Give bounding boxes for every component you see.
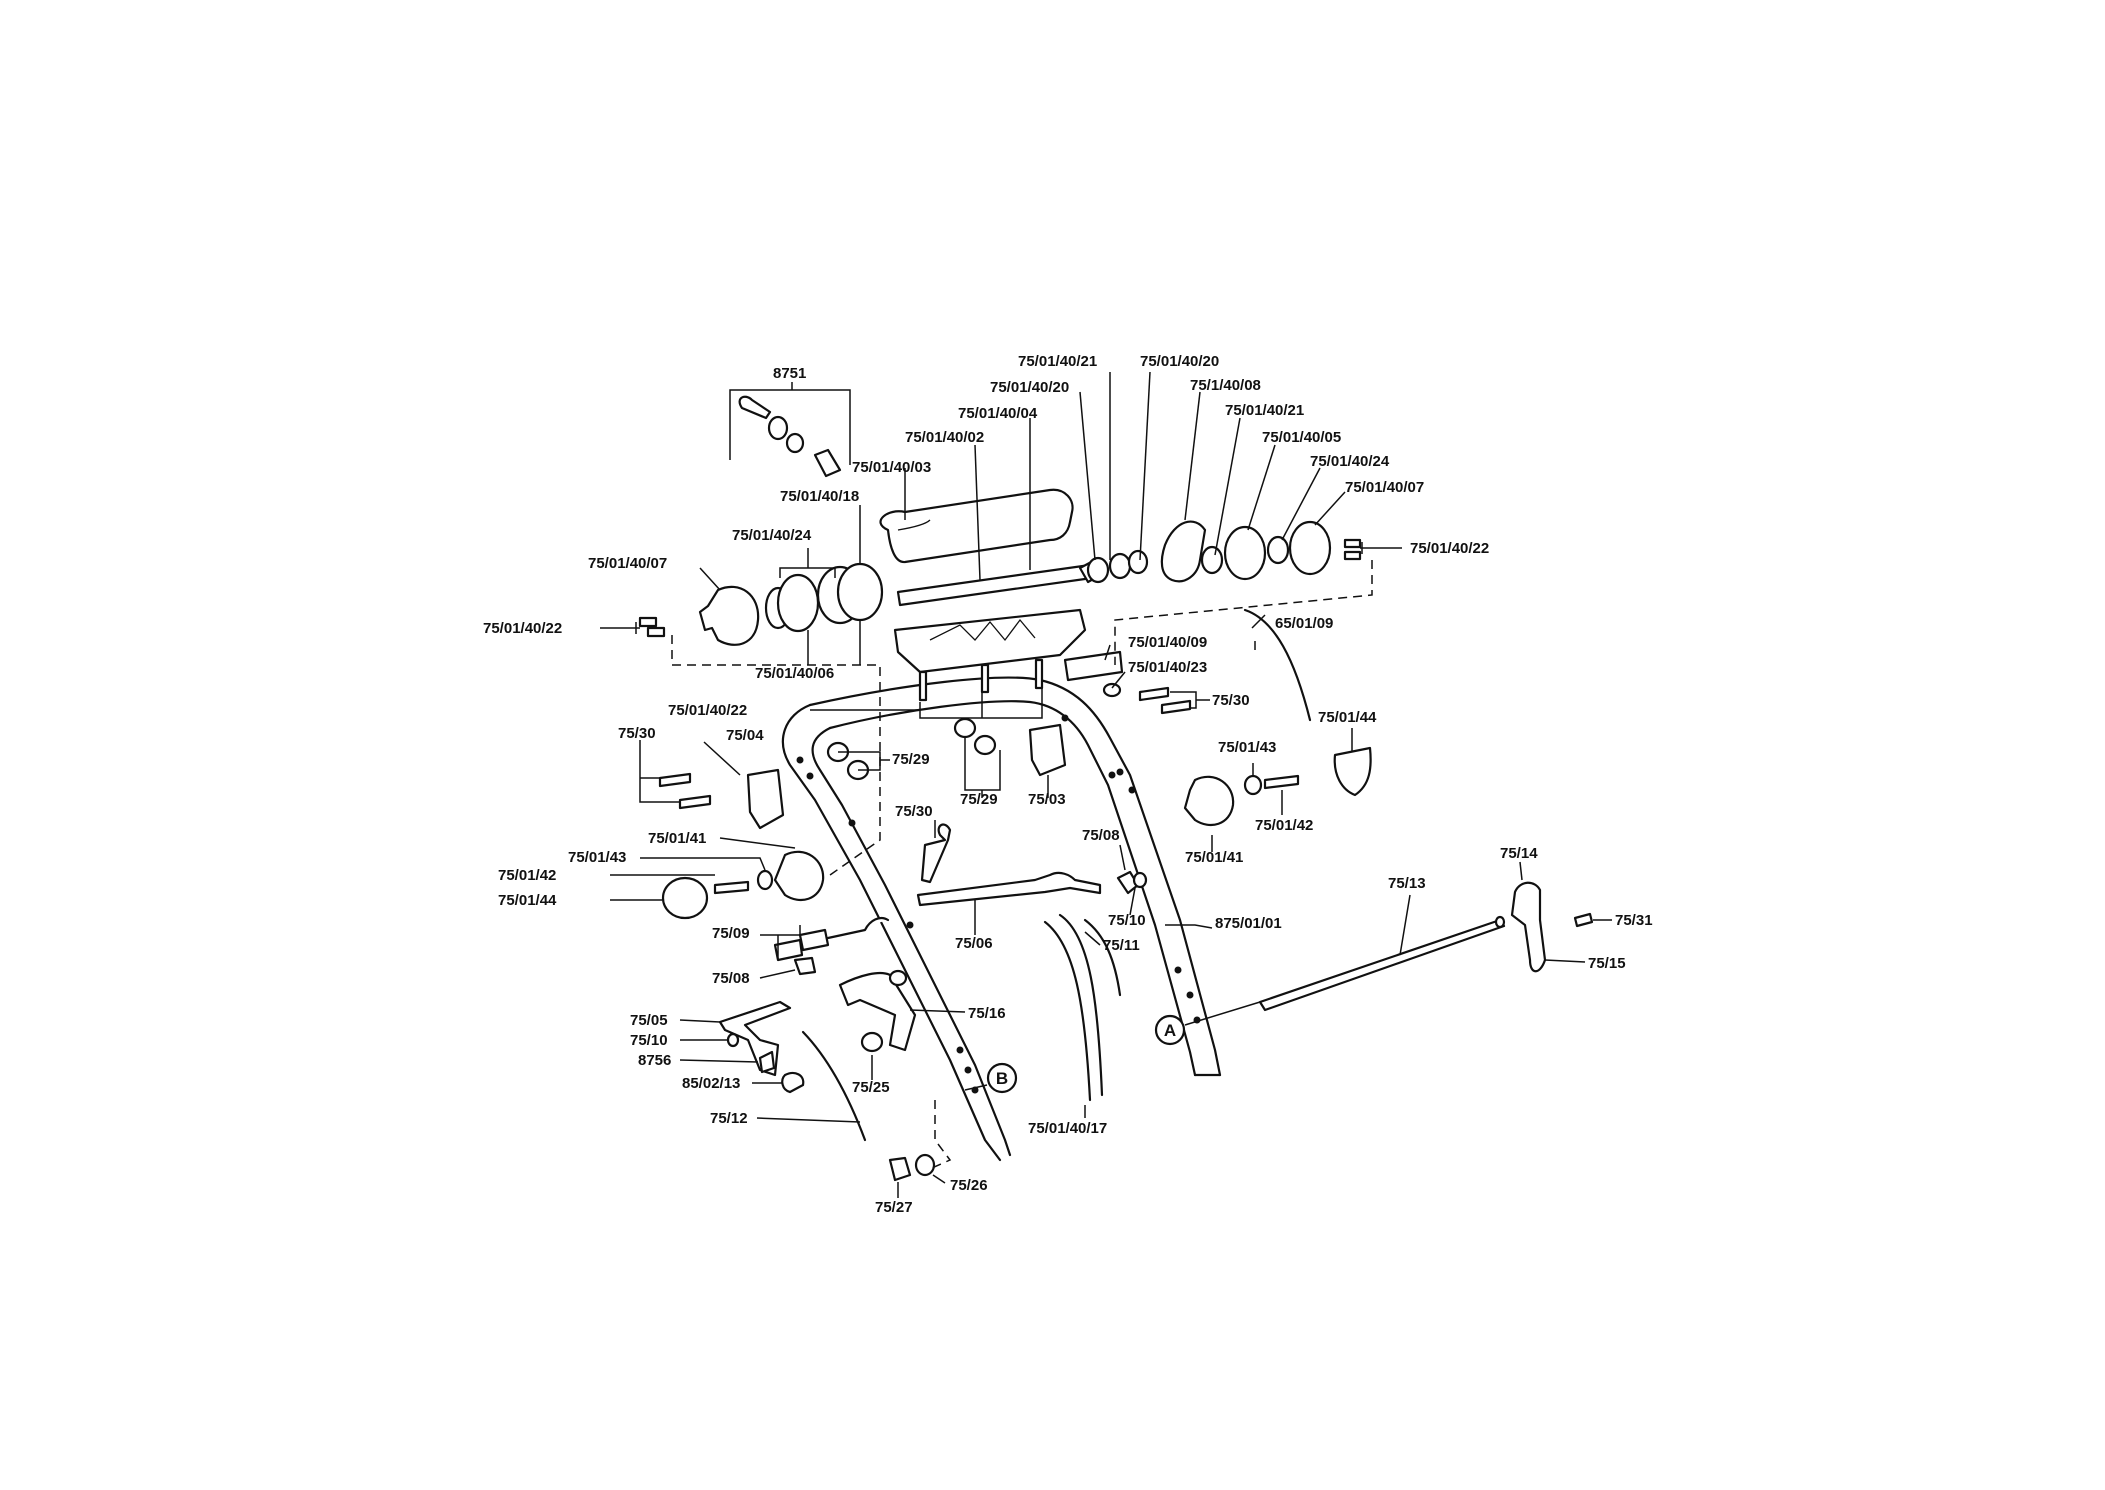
label-75-30-a: 75/30 xyxy=(1212,692,1250,709)
label-75-04: 75/04 xyxy=(726,727,764,744)
label-75-01-40-21-a: 75/01/40/21 xyxy=(1018,353,1097,370)
label-75-29-b: 75/29 xyxy=(960,791,998,808)
clamp-75-03 xyxy=(1028,723,1067,777)
label-75-01-40-04: 75/01/40/04 xyxy=(958,405,1038,422)
label-75-01-42-a: 75/01/42 xyxy=(1255,817,1313,834)
label-75-14: 75/14 xyxy=(1500,845,1538,862)
right-lever-cap xyxy=(1160,520,1207,583)
part-labels: 8751 75/01/40/21 75/01/40/20 75/01/40/20… xyxy=(483,353,1653,1216)
label-75-30-c: 75/30 xyxy=(895,803,933,820)
callout-b-circle xyxy=(986,1062,1018,1094)
label-75-31: 75/31 xyxy=(1615,912,1653,929)
lever-75-16 xyxy=(838,971,917,1052)
label-75-10-a: 75/10 xyxy=(1108,912,1146,929)
label-75-01-40-17: 75/01/40/17 xyxy=(1028,1120,1107,1137)
label-75-01-40-18: 75/01/40/18 xyxy=(780,488,859,505)
callout-b: B xyxy=(996,1069,1008,1088)
label-75-01-43-a: 75/01/43 xyxy=(1218,739,1276,756)
label-75-01-41-b: 75/01/41 xyxy=(1185,849,1243,866)
label-85-02-13: 85/02/13 xyxy=(682,1075,740,1092)
key-part xyxy=(738,395,772,420)
label-75-09: 75/09 xyxy=(712,925,750,942)
label-75-01-40-22-a: 75/01/40/22 xyxy=(1410,540,1489,557)
cover-tube xyxy=(879,488,1074,564)
label-75-25: 75/25 xyxy=(852,1079,890,1096)
label-75-27: 75/27 xyxy=(875,1199,913,1216)
callout-a: A xyxy=(1164,1021,1176,1040)
label-75-10-b: 75/10 xyxy=(630,1032,668,1049)
lever-75-14 xyxy=(1510,881,1547,973)
label-75-08-b: 75/08 xyxy=(712,970,750,987)
label-875-01-01: 875/01/01 xyxy=(1215,915,1282,932)
label-75-29-a: 75/29 xyxy=(892,751,930,768)
label-75-01-41-a: 75/01/41 xyxy=(648,830,706,847)
label-75-01-40-06: 75/01/40/06 xyxy=(755,665,834,682)
label-75-03: 75/03 xyxy=(1028,791,1066,808)
callouts: A B xyxy=(986,1014,1186,1094)
label-75-01-40-07-a: 75/01/40/07 xyxy=(1345,479,1424,496)
label-75-01-44-a: 75/01/44 xyxy=(1318,709,1377,726)
label-75-01-42-b: 75/01/42 xyxy=(498,867,556,884)
label-75-01-43-b: 75/01/43 xyxy=(568,849,626,866)
label-75-01-44-b: 75/01/44 xyxy=(498,892,557,909)
label-75-01-40-22-b: 75/01/40/22 xyxy=(483,620,562,637)
top-grip-assembly xyxy=(638,395,1594,1182)
label-75-06: 75/06 xyxy=(955,935,993,952)
label-65-01-09: 65/01/09 xyxy=(1275,615,1333,632)
left-end-cap xyxy=(698,585,760,646)
label-75-26: 75/26 xyxy=(950,1177,988,1194)
label-75-12: 75/12 xyxy=(710,1110,748,1127)
callout-a-circle xyxy=(1154,1014,1186,1046)
lower-housing xyxy=(893,608,1087,674)
label-8756: 8756 xyxy=(638,1052,671,1069)
label-75-01-40-20-a: 75/01/40/20 xyxy=(1140,353,1219,370)
label-75-01-40-20-b: 75/01/40/20 xyxy=(990,379,1069,396)
clamp-75-04 xyxy=(746,768,785,830)
label-75-11: 75/11 xyxy=(1103,937,1140,954)
label-75-01-40-09: 75/01/40/09 xyxy=(1128,634,1207,651)
label-75-15: 75/15 xyxy=(1588,955,1626,972)
label-75-01-40-07-b: 75/01/40/07 xyxy=(588,555,667,572)
label-75-13: 75/13 xyxy=(1388,875,1426,892)
label-75-16: 75/16 xyxy=(968,1005,1006,1022)
label-75-01-40-05: 75/01/40/05 xyxy=(1262,429,1341,446)
label-75-01-40-02: 75/01/40/02 xyxy=(905,429,984,446)
label-75-01-40-24-a: 75/01/40/24 xyxy=(1310,453,1390,470)
label-75-01-40-22-c: 75/01/40/22 xyxy=(668,702,747,719)
label-75-01-40-03: 75/01/40/03 xyxy=(852,459,931,476)
label-75-01-40-21-b: 75/01/40/21 xyxy=(1225,402,1304,419)
label-8751: 8751 xyxy=(773,365,806,382)
label-75-30-b: 75/30 xyxy=(618,725,656,742)
label-75-01-40-24-b: 75/01/40/24 xyxy=(732,527,812,544)
leader-lines xyxy=(600,371,1612,1198)
label-75-1-40-08: 75/1/40/08 xyxy=(1190,377,1261,394)
label-75-05: 75/05 xyxy=(630,1012,668,1029)
label-75-01-40-23: 75/01/40/23 xyxy=(1128,659,1207,676)
label-75-08-a: 75/08 xyxy=(1082,827,1120,844)
